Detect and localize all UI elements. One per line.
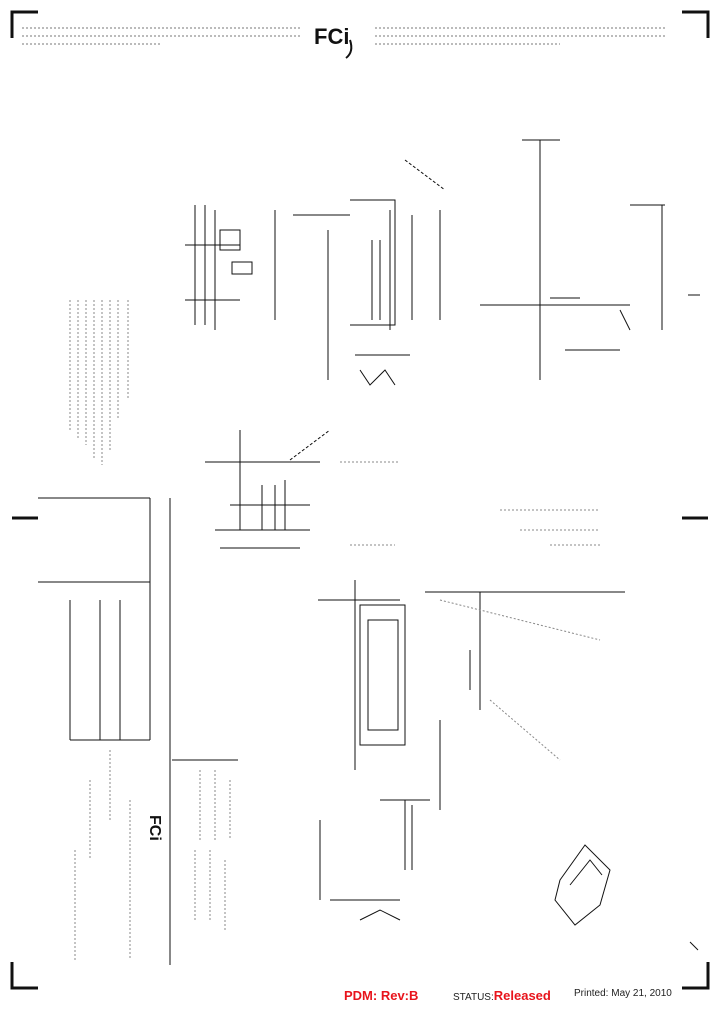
body-view-bottom-center <box>318 580 625 810</box>
status-label: STATUS: <box>453 992 494 1003</box>
isometric-view <box>554 844 699 951</box>
title-block-logo: FCi <box>146 815 163 841</box>
logo-text: FCi <box>314 24 349 49</box>
pdm-revision: PDM: Rev:B <box>344 988 419 1003</box>
title-block-logo-text: FCi <box>146 815 163 841</box>
header-notes-left <box>22 27 300 45</box>
status-value: Released <box>493 988 551 1003</box>
side-view-top-left <box>185 205 276 330</box>
revision-table <box>38 497 238 965</box>
header-notes-right <box>375 27 665 45</box>
corner-marks <box>10 10 710 990</box>
dimension-ticks <box>340 461 601 761</box>
printed-date: Printed: May 21, 2010 <box>574 988 672 999</box>
status-line: STATUS:Released <box>453 988 551 1008</box>
detail-bottom <box>319 799 430 921</box>
detail-middle-left <box>205 429 331 549</box>
end-view-top-right <box>480 139 700 380</box>
side-notes <box>69 300 129 465</box>
title-block-text <box>74 750 231 960</box>
fci-logo: FCi <box>314 24 353 59</box>
front-view-top-center <box>293 159 446 386</box>
